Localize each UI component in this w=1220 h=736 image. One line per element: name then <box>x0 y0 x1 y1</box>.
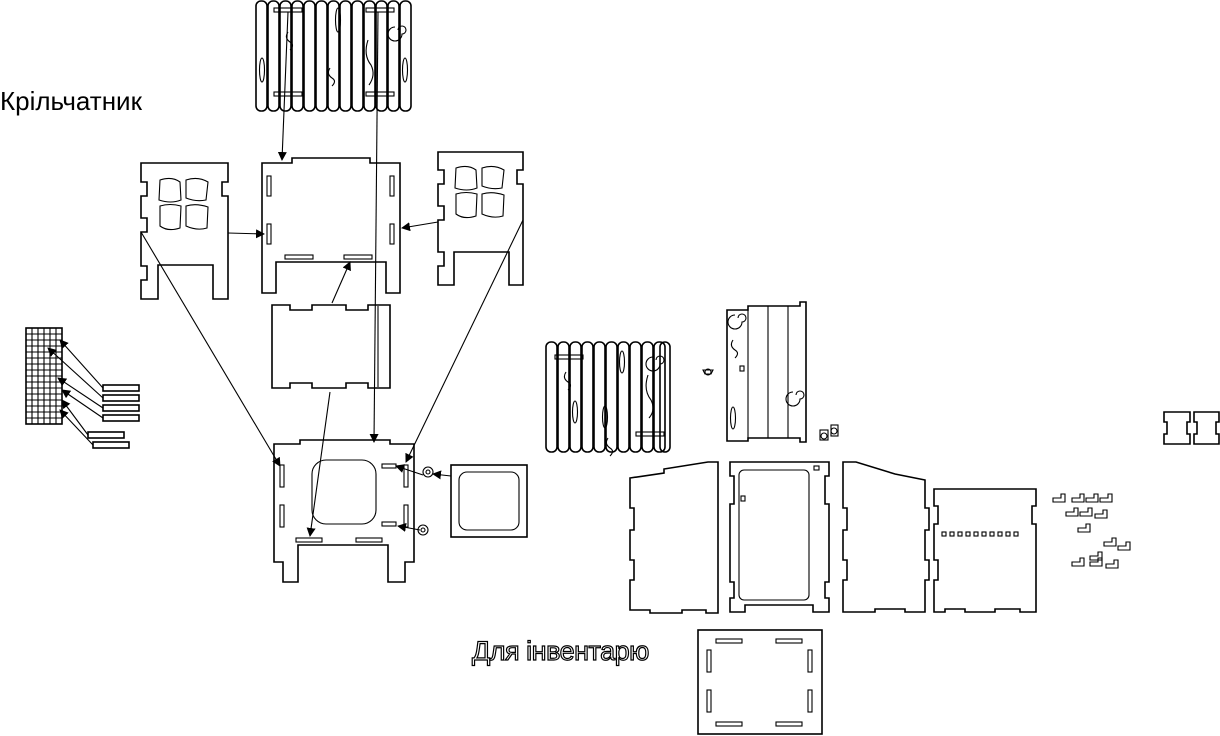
board-panel <box>726 301 807 443</box>
front-panel-inventory <box>729 461 830 613</box>
back-panel <box>261 157 401 294</box>
label-inventory: Для інвентарю <box>471 635 650 666</box>
mesh-grid <box>25 327 63 425</box>
side-panel-b <box>842 461 930 613</box>
assembly-arrows <box>47 11 524 537</box>
roof-slats-top <box>255 0 412 112</box>
front-panel <box>273 439 415 583</box>
l-brackets <box>1052 493 1131 569</box>
side-panel-a <box>629 461 719 614</box>
door-panel <box>417 464 528 538</box>
mesh-strips <box>87 384 140 449</box>
small-parts <box>702 368 839 441</box>
back-panel-inventory <box>933 488 1037 613</box>
small-panels-right <box>1163 411 1220 445</box>
roof-slats-inventory <box>545 341 671 457</box>
label-rabbit-hutch: Крільчатник <box>0 86 142 116</box>
base-panel-inventory <box>697 629 823 735</box>
side-panel-left <box>140 162 229 300</box>
side-panel-right <box>437 151 524 286</box>
floor-panel <box>271 304 391 389</box>
